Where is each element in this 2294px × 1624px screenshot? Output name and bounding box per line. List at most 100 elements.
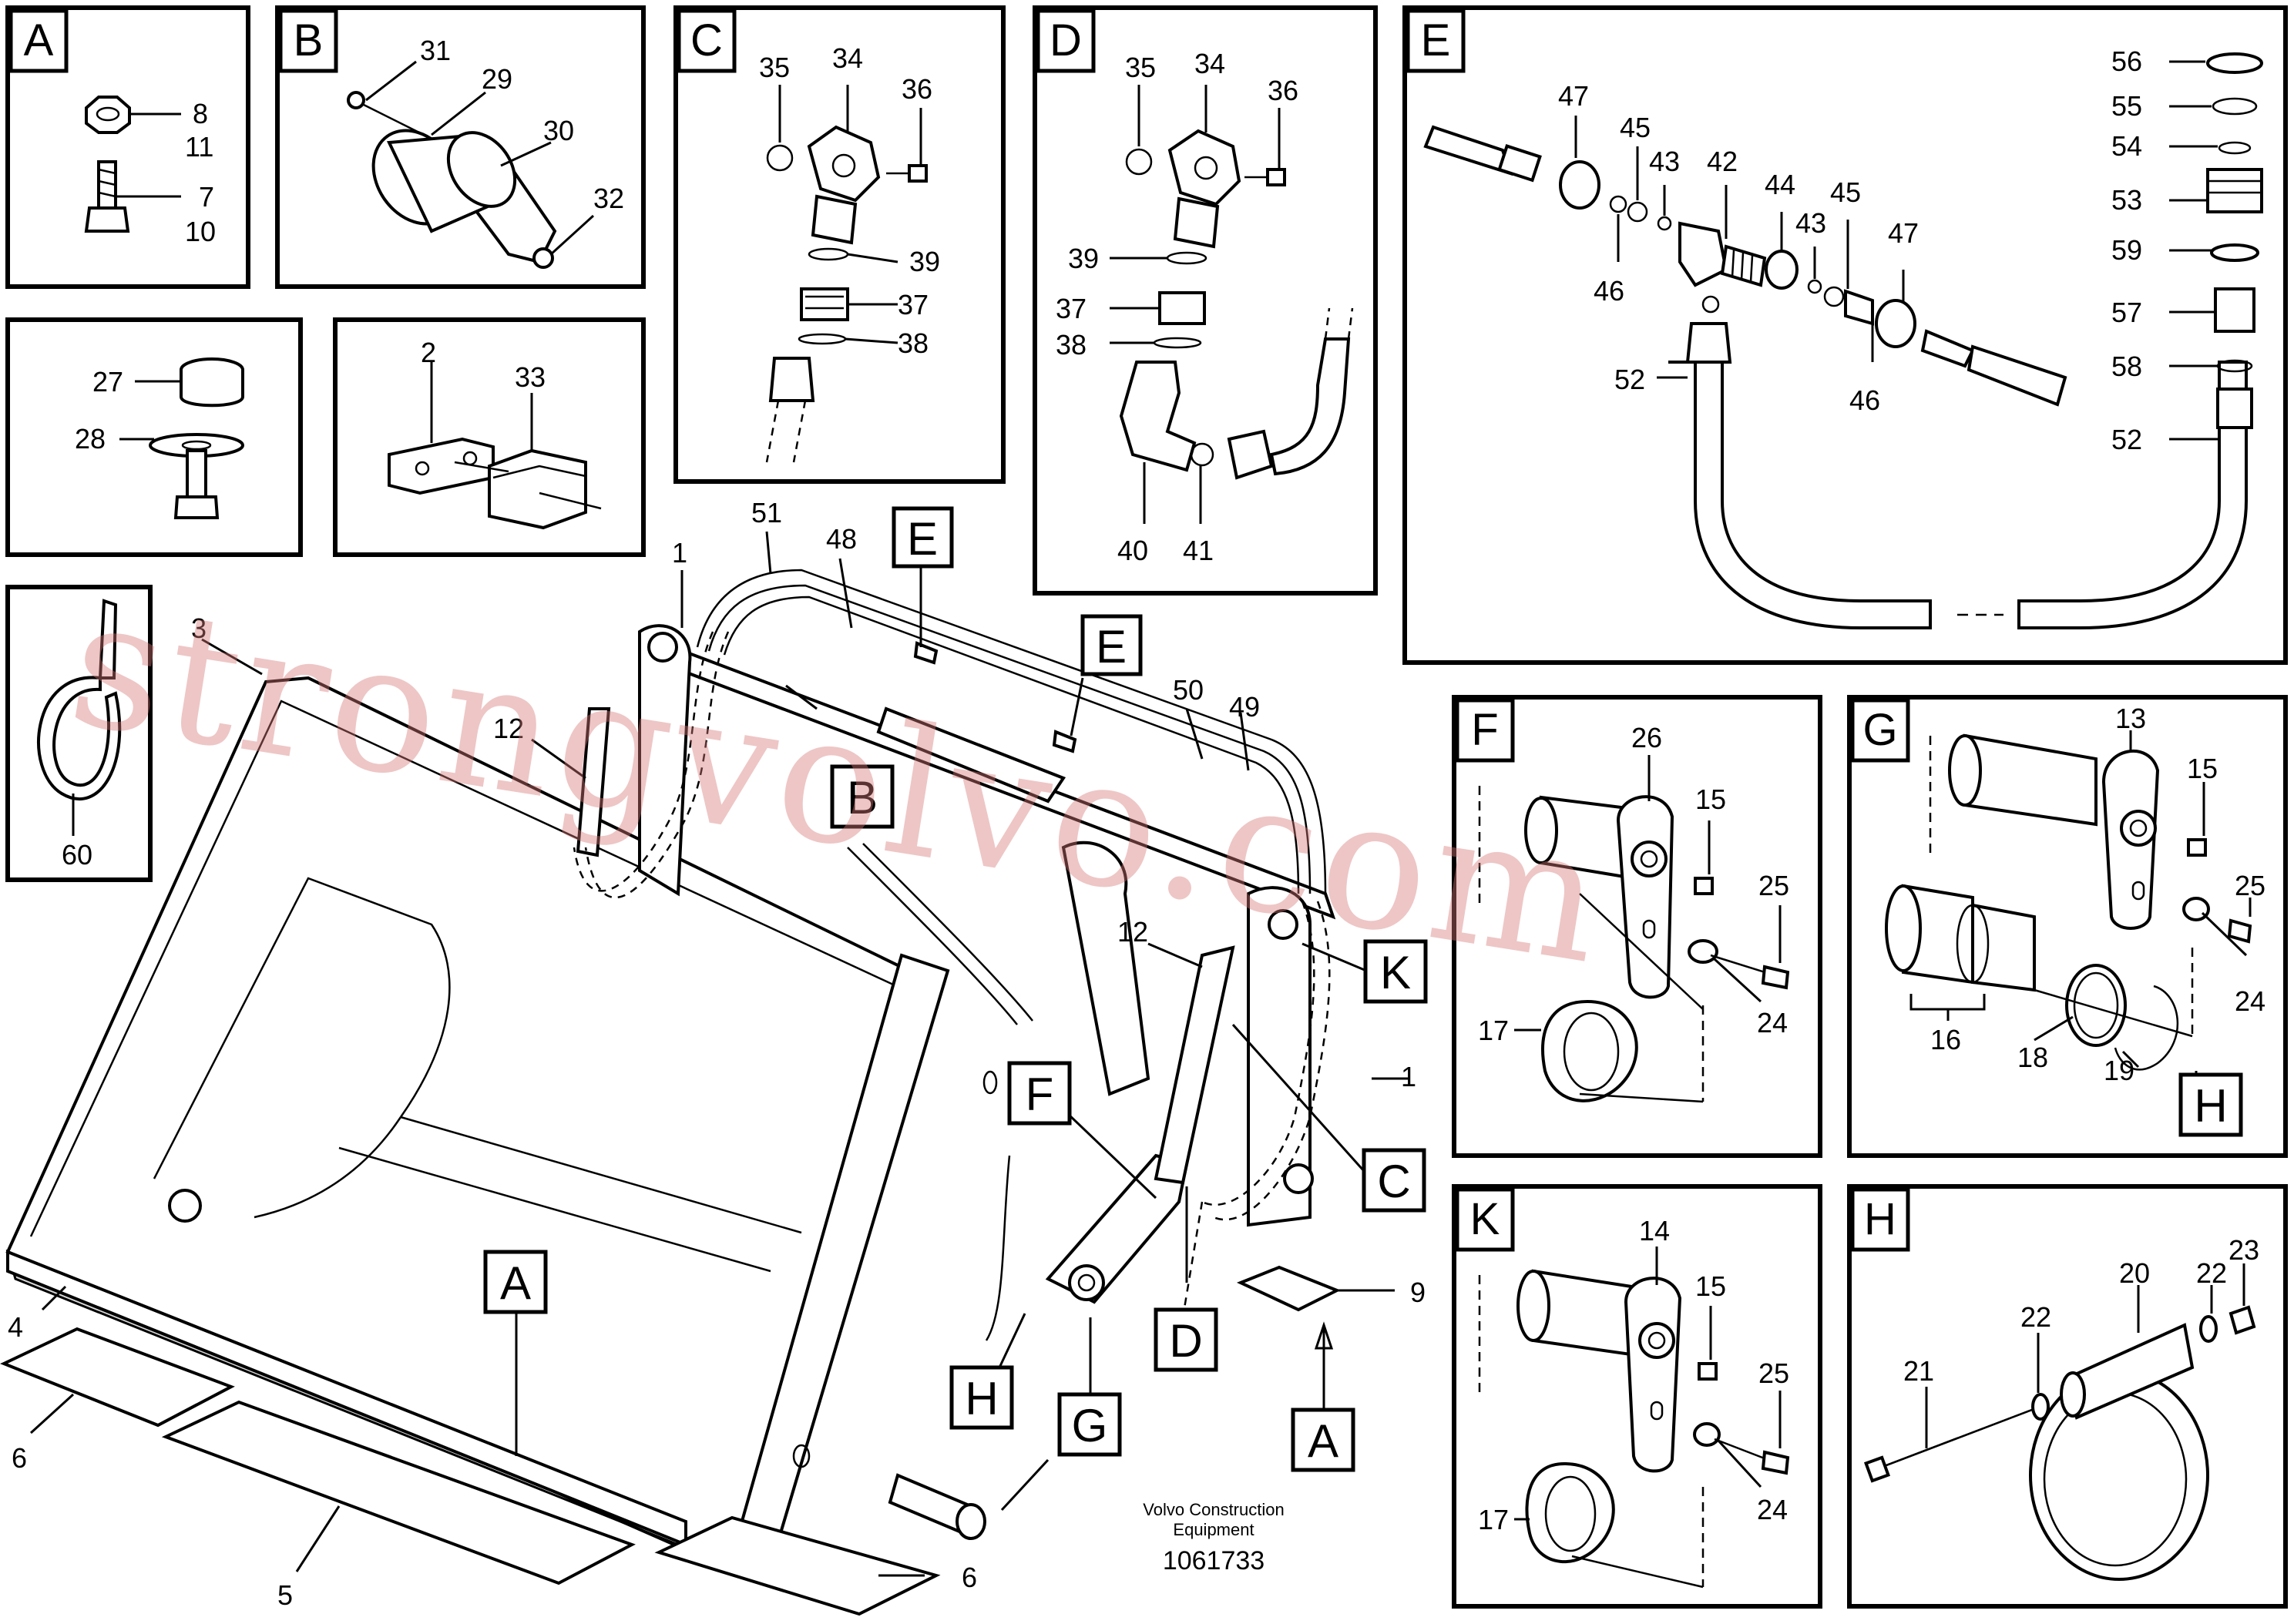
label-37: 37 bbox=[1056, 293, 1087, 324]
label-32: 32 bbox=[593, 183, 624, 214]
cylinder-left bbox=[576, 707, 611, 857]
label-14: 14 bbox=[1639, 1215, 1670, 1247]
panel-d-letter: D bbox=[1050, 15, 1082, 65]
label-51: 51 bbox=[751, 497, 782, 528]
panel-e-letter: E bbox=[1421, 15, 1451, 65]
flange-block-icon bbox=[1167, 129, 1241, 206]
label-15: 15 bbox=[1695, 1270, 1726, 1302]
shim-plate bbox=[1236, 1265, 1341, 1312]
label-34: 34 bbox=[832, 42, 863, 74]
label-22: 22 bbox=[2196, 1257, 2227, 1289]
nut-icon bbox=[2229, 1305, 2256, 1335]
bolt-icon bbox=[173, 495, 220, 519]
label-20: 20 bbox=[2119, 1257, 2150, 1289]
label-24: 24 bbox=[1757, 1007, 1788, 1038]
label-57: 57 bbox=[2111, 297, 2142, 328]
label-37: 37 bbox=[898, 289, 929, 320]
label-44: 44 bbox=[1765, 169, 1795, 200]
caption: Volvo Construction Equipment 1061733 bbox=[1143, 1500, 1284, 1575]
label-56: 56 bbox=[2111, 45, 2142, 77]
label-25: 25 bbox=[2235, 870, 2265, 901]
adapter-icon bbox=[1158, 291, 1206, 325]
swivel-nut-icon bbox=[1227, 429, 1274, 480]
wear-plate bbox=[654, 1515, 941, 1616]
label-15: 15 bbox=[2187, 753, 2218, 784]
washer-icon bbox=[1688, 939, 1718, 964]
label-43: 43 bbox=[1795, 207, 1826, 239]
tee-fitting-icon bbox=[1678, 221, 1728, 287]
attachment-bracket-right bbox=[1247, 886, 1312, 1227]
callout-f: F bbox=[1026, 1069, 1054, 1120]
flange-block-icon bbox=[807, 125, 881, 203]
elbow-fitting-icon bbox=[1119, 361, 1197, 472]
o-ring-icon bbox=[766, 144, 794, 172]
label-8: 8 bbox=[193, 98, 208, 129]
bolt-icon bbox=[1761, 965, 1790, 990]
drawing-number: 1061733 bbox=[1163, 1546, 1265, 1575]
retainer-plate-icon bbox=[1624, 1277, 1682, 1473]
panel-f-letter: F bbox=[1471, 705, 1498, 755]
label-34: 34 bbox=[1194, 48, 1225, 79]
hose-icon bbox=[1967, 344, 2067, 407]
label-15: 15 bbox=[1695, 783, 1726, 815]
label-47: 47 bbox=[1558, 80, 1589, 112]
label-6: 6 bbox=[12, 1442, 27, 1474]
panel-b-letter: B bbox=[294, 15, 324, 65]
label-1: 1 bbox=[1401, 1061, 1416, 1092]
label-5: 5 bbox=[277, 1579, 293, 1611]
label-21: 21 bbox=[1903, 1355, 1934, 1387]
panel-k-letter: K bbox=[1470, 1194, 1500, 1244]
bolt-icon bbox=[1761, 1450, 1790, 1475]
label-25: 25 bbox=[1758, 870, 1789, 901]
label-48: 48 bbox=[826, 523, 857, 555]
caption-company-sub: Equipment bbox=[1173, 1520, 1254, 1539]
bolt-icon bbox=[2227, 918, 2252, 944]
label-47: 47 bbox=[1888, 217, 1919, 249]
callout-a: A bbox=[1308, 1415, 1338, 1467]
label-52: 52 bbox=[2111, 424, 2142, 455]
washer-icon bbox=[2031, 1393, 2050, 1421]
label-55: 55 bbox=[2111, 90, 2142, 122]
label-58: 58 bbox=[2111, 351, 2142, 382]
callout-h: H bbox=[2194, 1080, 2227, 1132]
main-labels: 3 12 1 51 48 50 49 12 1 4 6 5 6 9 bbox=[8, 497, 1426, 1611]
label-46: 46 bbox=[1849, 384, 1880, 416]
clamp-block-icon bbox=[488, 448, 587, 530]
callout-e: E bbox=[907, 513, 938, 565]
label-26: 26 bbox=[1631, 722, 1662, 753]
label-10: 10 bbox=[185, 216, 216, 247]
hose-icon bbox=[1269, 337, 1351, 476]
label-45: 45 bbox=[1830, 176, 1861, 208]
seal-icon bbox=[1525, 1461, 1615, 1564]
seal-ring-icon bbox=[2065, 964, 2127, 1047]
label-45: 45 bbox=[1620, 112, 1651, 143]
label-6: 6 bbox=[962, 1562, 977, 1593]
callout-a: A bbox=[500, 1257, 531, 1309]
panel-cable-tie: 60 bbox=[5, 585, 153, 882]
label-13: 13 bbox=[2115, 703, 2146, 734]
hose-end-icon bbox=[1685, 322, 1732, 364]
hose-end-icon bbox=[768, 357, 815, 402]
label-12: 12 bbox=[493, 713, 524, 744]
bolt-icon bbox=[1863, 1455, 1891, 1483]
callout-d: D bbox=[1169, 1315, 1202, 1367]
label-41: 41 bbox=[1183, 535, 1214, 566]
nut-icon bbox=[532, 247, 554, 269]
panel-g: G 13 15 25 16 18 19 24 bbox=[1847, 695, 2288, 1158]
callout-b: B bbox=[847, 772, 878, 824]
panel-c: C 35 34 36 39 37 38 bbox=[673, 5, 1006, 484]
label-9: 9 bbox=[1410, 1277, 1426, 1308]
label-28: 28 bbox=[75, 423, 106, 455]
label-38: 38 bbox=[1056, 329, 1087, 361]
main-callouts: E E B K F C A A D H G bbox=[483, 506, 1428, 1472]
label-33: 33 bbox=[515, 361, 546, 393]
flange-nut-icon bbox=[85, 96, 131, 134]
panel-c-letter: C bbox=[690, 15, 723, 65]
panel-h: H 20 22 23 21 22 bbox=[1847, 1184, 2288, 1609]
label-46: 46 bbox=[1594, 275, 1624, 307]
panel-e: E bbox=[1402, 5, 2288, 665]
label-19: 19 bbox=[2104, 1055, 2134, 1086]
panel-a: A 8 11 7 10 bbox=[5, 5, 250, 289]
